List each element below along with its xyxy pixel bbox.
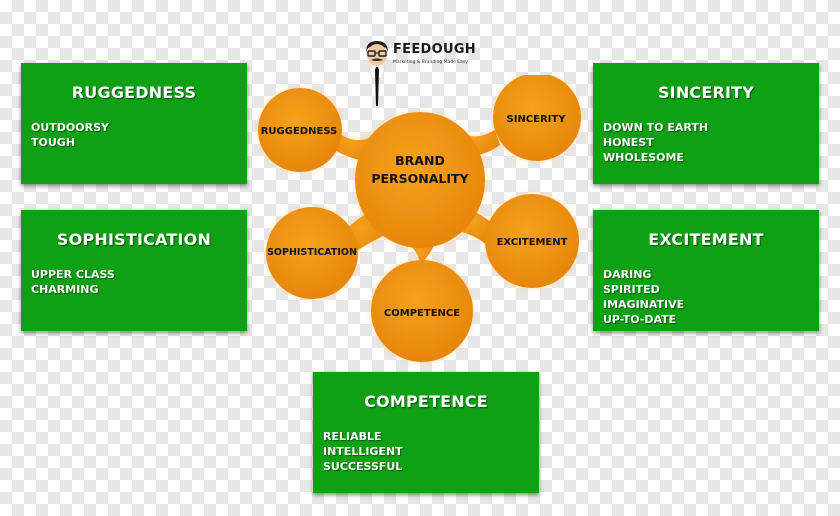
node-ruggedness <box>258 88 342 172</box>
trait-item: SUCCESSFUL <box>323 460 403 473</box>
trait-list: UPPER CLASS CHARMING <box>31 267 115 297</box>
node-ruggedness-label: RUGGEDNESS <box>261 126 338 137</box>
trait-item: OUTDOORSY <box>31 121 109 134</box>
card-sophistication: SOPHISTICATION UPPER CLASS CHARMING <box>21 210 247 331</box>
trait-list: OUTDOORSY TOUGH <box>31 120 109 150</box>
node-center-line2: PERSONALITY <box>371 171 469 186</box>
feedough-logo: FEEDOUGH Marketing & Branding Made Easy <box>362 38 478 110</box>
node-competence-label: COMPETENCE <box>384 308 460 319</box>
trait-item: SPIRITED <box>603 283 660 296</box>
trait-item: INTELLIGENT <box>323 445 403 458</box>
node-sophistication-label: SOPHISTICATION <box>267 247 357 258</box>
brand-personality-hub: BRAND PERSONALITY RUGGEDNESS SINCERITY S… <box>258 75 581 362</box>
card-title: SINCERITY <box>657 83 755 102</box>
node-sincerity-label: SINCERITY <box>507 114 567 125</box>
card-title: COMPETENCE <box>364 392 488 411</box>
trait-list: DARING SPIRITED IMAGINATIVE UP-TO-DATE <box>603 267 684 327</box>
trait-list: RELIABLE INTELLIGENT SUCCESSFUL <box>323 429 403 474</box>
logo-wordmark: FEEDOUGH <box>393 42 476 57</box>
trait-item: UP-TO-DATE <box>603 313 677 326</box>
card-excitement: EXCITEMENT DARING SPIRITED IMAGINATIVE U… <box>593 210 819 331</box>
card-title: RUGGEDNESS <box>71 83 197 102</box>
trait-item: CHARMING <box>31 283 99 296</box>
card-competence: COMPETENCE RELIABLE INTELLIGENT SUCCESSF… <box>313 372 539 493</box>
node-competence <box>371 260 473 362</box>
node-excitement-label: EXCITEMENT <box>497 237 568 248</box>
trait-item: HONEST <box>603 136 654 149</box>
trait-list: DOWN TO EARTH HONEST WHOLESOME <box>603 120 708 165</box>
trait-item: WHOLESOME <box>603 151 684 164</box>
node-sincerity <box>493 75 581 161</box>
trait-item: IMAGINATIVE <box>603 298 685 311</box>
mascot-icon <box>366 41 388 106</box>
trait-item: RELIABLE <box>323 430 382 443</box>
trait-item: DOWN TO EARTH <box>603 121 709 134</box>
logo-tagline: Marketing & Branding Made Easy <box>393 60 468 65</box>
card-title: EXCITEMENT <box>648 230 764 249</box>
trait-item: UPPER CLASS <box>31 268 115 281</box>
node-center-line1: BRAND <box>395 153 445 168</box>
node-sophistication <box>266 207 358 299</box>
node-brand-personality <box>355 112 485 248</box>
card-sincerity: SINCERITY DOWN TO EARTH HONEST WHOLESOME <box>593 63 819 184</box>
trait-item: DARING <box>603 268 652 281</box>
node-excitement <box>485 194 579 288</box>
connector-competence <box>410 243 435 265</box>
card-ruggedness: RUGGEDNESS OUTDOORSY TOUGH <box>21 63 247 184</box>
card-title: SOPHISTICATION <box>56 230 212 249</box>
trait-item: TOUGH <box>31 136 76 149</box>
